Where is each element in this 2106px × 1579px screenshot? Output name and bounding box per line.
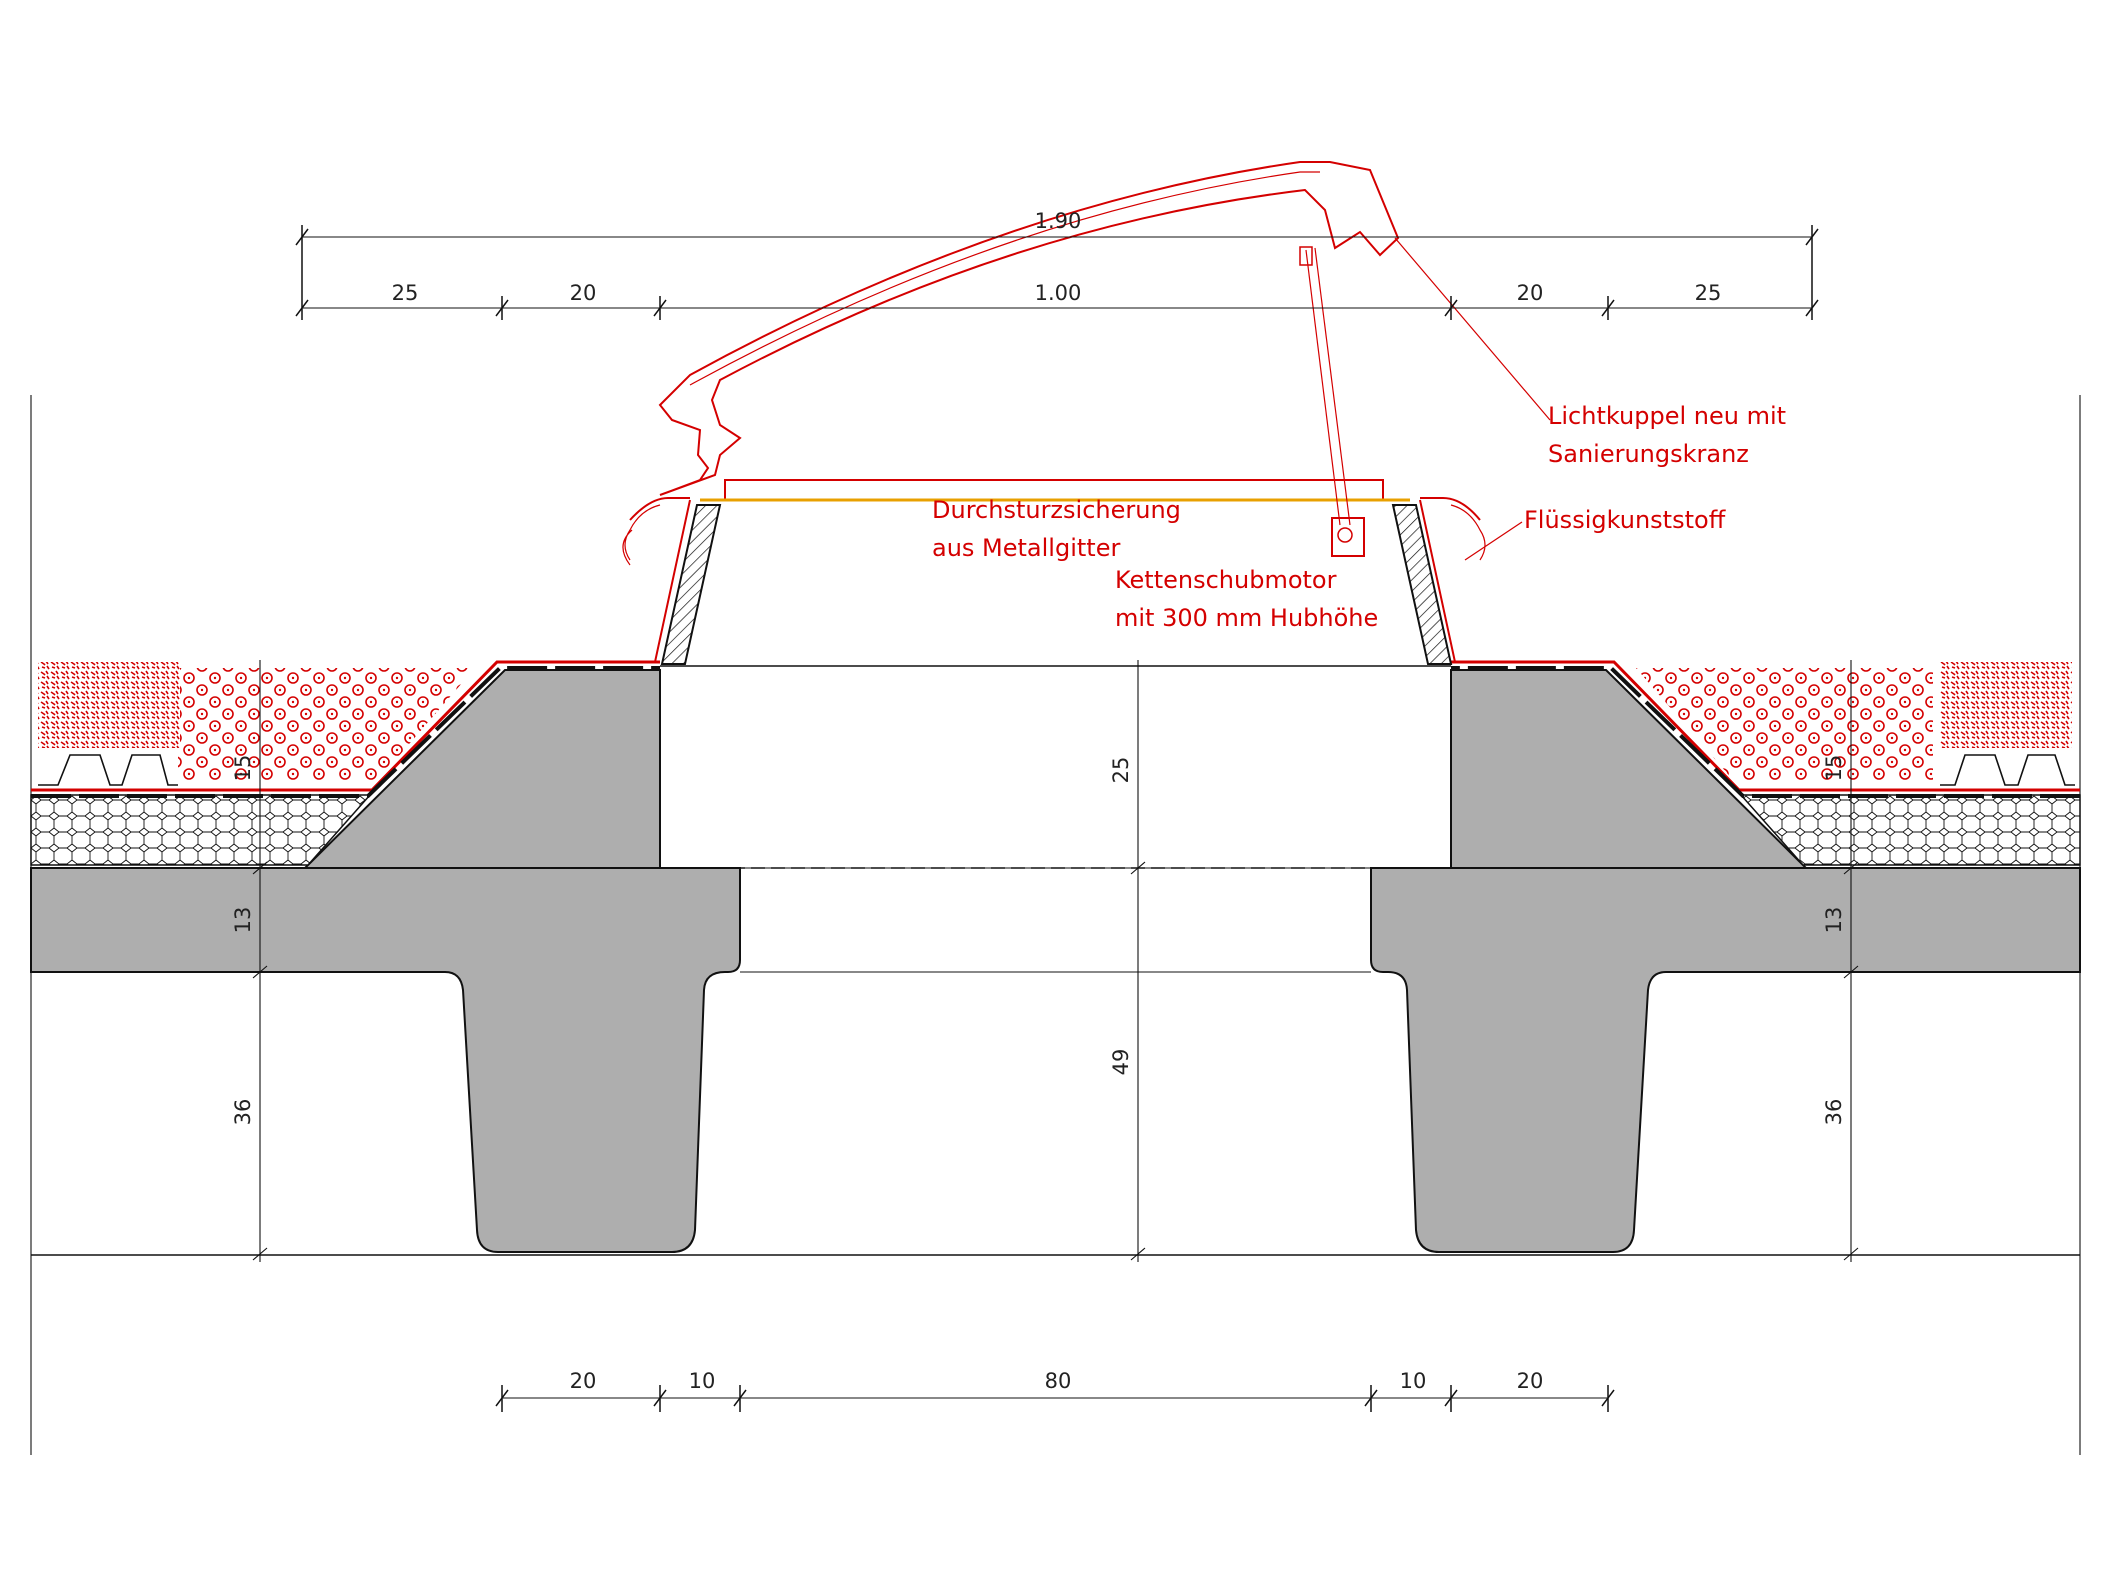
liquid-plastic-right	[1450, 504, 1486, 561]
dim-top-segment-3: 1.00	[1035, 281, 1082, 305]
dim-bottom-segment-4: 10	[1400, 1369, 1427, 1393]
dim-left-edge: 15	[231, 755, 255, 782]
membrane-right	[1451, 660, 2080, 792]
dim-opening-height: 49	[1109, 1049, 1133, 1076]
dim-left-slab: 13	[231, 907, 255, 934]
dim-right-slab: 13	[1822, 907, 1846, 934]
dim-right-rib: 36	[1822, 1099, 1846, 1126]
note-dome-line2: Sanierungskranz	[1548, 440, 1749, 468]
dim-ticks-top	[295, 225, 1819, 320]
dim-bottom-segment-1: 20	[570, 1369, 597, 1393]
dim-top-segment-5: 25	[1695, 281, 1722, 305]
note-guard-line1: Durchsturzsicherung	[932, 496, 1181, 524]
drain-element-left	[38, 754, 178, 786]
liquid-plastic-left	[622, 504, 661, 566]
dim-bottom-segment-2: 10	[689, 1369, 716, 1393]
dim-top-segment-2: 20	[570, 281, 597, 305]
dim-bottom-segment-5: 20	[1517, 1369, 1544, 1393]
planting-right	[1940, 662, 2072, 748]
planting-left	[38, 662, 180, 748]
dome-edge-leader	[1394, 237, 1551, 421]
chain-motor-wheel-icon	[1337, 527, 1353, 543]
dim-top-segment-1: 25	[392, 281, 419, 305]
gravel-right	[1636, 668, 1933, 780]
note-liquid: Flüssigkunststoff	[1524, 506, 1726, 534]
note-guard-line2: aus Metallgitter	[932, 534, 1120, 562]
light-dome	[658, 161, 1400, 496]
dim-right-edge: 15	[1822, 755, 1846, 782]
dim-upstand-height: 25	[1109, 757, 1133, 784]
note-motor-line1: Kettenschubmotor	[1115, 566, 1337, 594]
drain-element-right	[1940, 754, 2075, 786]
note-motor-line2: mit 300 mm Hubhöhe	[1115, 604, 1378, 632]
kranz-left	[660, 504, 722, 665]
membrane-left-black	[31, 666, 660, 798]
dim-bottom-segment-3: 80	[1045, 1369, 1072, 1393]
motor-hinge	[1299, 246, 1313, 266]
light-dome-inner	[689, 171, 1320, 386]
motor-chain-line-b	[1314, 247, 1351, 526]
dim-ticks-bottom	[495, 1385, 1615, 1412]
chain-motor-icon	[1331, 517, 1365, 557]
dim-vertical-lines	[252, 660, 1859, 1262]
concrete-slab-right	[1370, 867, 2081, 1253]
kranz-flashing-right	[1419, 497, 1481, 663]
kranz-flashing-left	[629, 497, 691, 663]
dim-left-rib: 36	[231, 1099, 255, 1126]
membrane-right-black	[1451, 666, 2080, 798]
concrete-slab-left	[30, 867, 741, 1253]
gravel-left	[178, 668, 475, 780]
membrane-left	[31, 660, 660, 792]
note-dome-line1: Lichtkuppel neu mit	[1548, 402, 1786, 430]
dim-overall-label: 1.90	[1035, 209, 1082, 233]
note-liquid-leader	[1464, 521, 1523, 561]
kranz-right	[1391, 504, 1453, 665]
motor-chain-line-a	[1305, 249, 1341, 526]
dim-top-segment-4: 20	[1517, 281, 1544, 305]
